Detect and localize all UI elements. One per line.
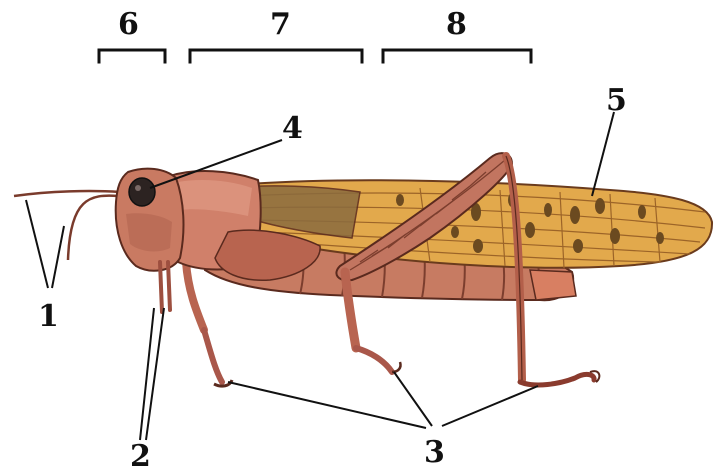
leader-line-1 xyxy=(26,200,64,288)
bracket-head xyxy=(99,50,165,62)
hind-tarsus xyxy=(520,374,594,385)
palp xyxy=(168,262,170,310)
eye-highlight xyxy=(135,185,141,191)
front-leg-femur xyxy=(186,262,204,330)
compound-eye xyxy=(129,178,155,206)
leader-line-2 xyxy=(140,308,164,440)
label-region-abdomen: 8 xyxy=(446,7,467,42)
front-leg-tibia xyxy=(204,330,222,382)
antenna xyxy=(68,196,118,260)
region-brackets: 6 7 8 xyxy=(99,7,531,62)
label-part-4: 4 xyxy=(282,111,303,146)
bracket-thorax xyxy=(190,50,362,62)
label-part-1: 1 xyxy=(38,299,59,334)
head-cheek xyxy=(126,213,172,251)
leader-line-5 xyxy=(592,112,614,196)
middle-leg-tibia xyxy=(356,348,392,372)
bracket-abdomen xyxy=(383,50,531,62)
label-part-2: 2 xyxy=(130,439,151,472)
label-part-5: 5 xyxy=(606,83,627,118)
label-region-thorax: 7 xyxy=(270,7,291,42)
palp xyxy=(160,262,162,312)
abdomen-tip xyxy=(530,270,576,300)
leader-line-3 xyxy=(228,372,538,428)
label-part-3: 3 xyxy=(424,435,445,470)
label-region-head: 6 xyxy=(118,7,139,42)
grasshopper-illustration xyxy=(14,153,712,386)
